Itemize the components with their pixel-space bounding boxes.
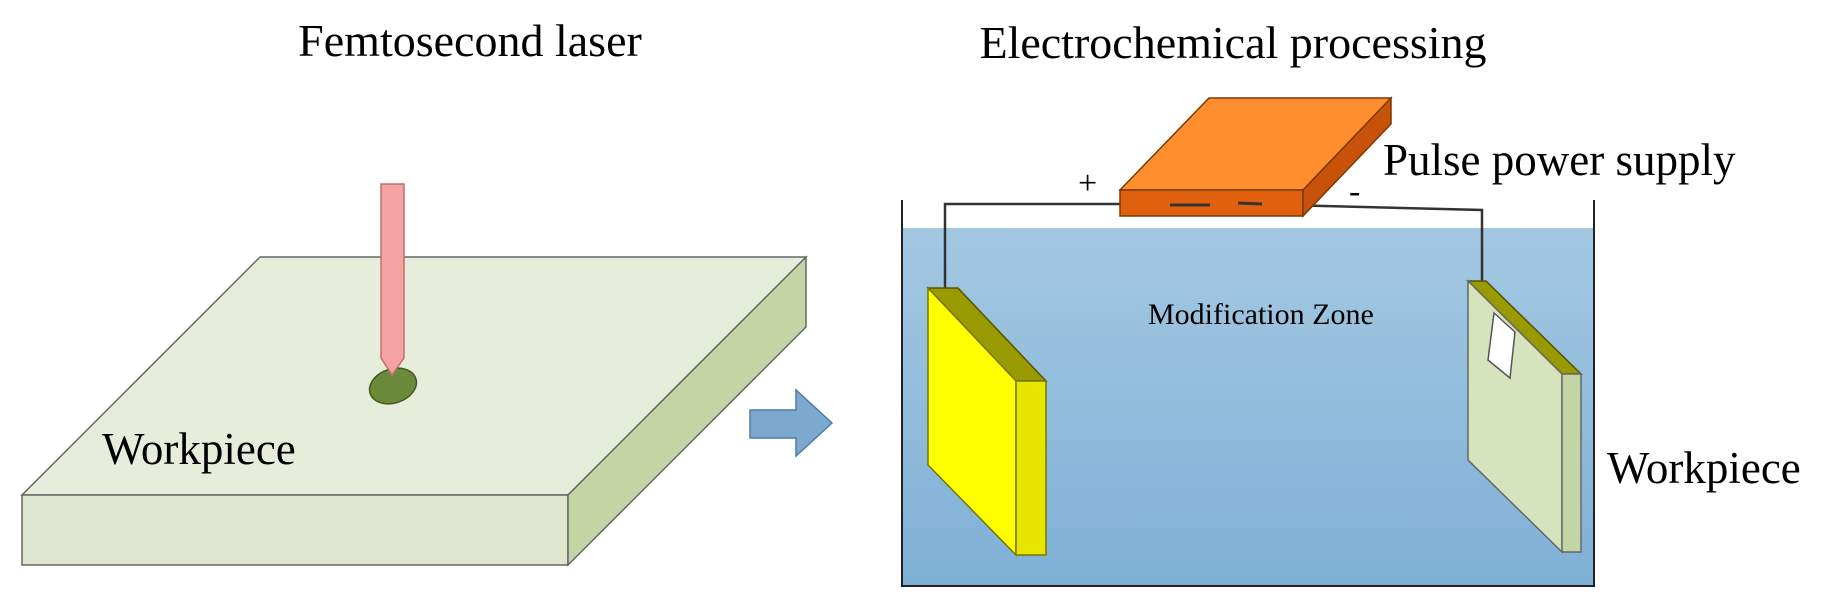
plate-front-face	[21, 494, 569, 566]
tank-walls	[901, 200, 1595, 587]
title-electrochemical-processing: Electrochemical processing	[979, 17, 1486, 68]
label-minus: -	[1349, 173, 1360, 210]
cathode-electrode	[926, 286, 1048, 557]
power-supply-side	[1302, 96, 1392, 218]
label-modification-zone: Modification Zone	[1148, 298, 1374, 331]
label-plus: +	[1078, 165, 1097, 202]
pulse-power-supply	[1118, 96, 1393, 218]
label-left-workpiece: Workpiece	[102, 424, 296, 474]
label-right-workpiece: Workpiece	[1607, 443, 1801, 493]
cathode-side-face	[1015, 380, 1047, 556]
anode-workpiece	[1466, 279, 1583, 554]
process-arrow-icon	[749, 388, 834, 458]
wire-positive	[943, 202, 1200, 288]
title-femtosecond-laser: Femtosecond laser	[298, 15, 642, 66]
laser-spot	[368, 367, 418, 405]
wire-negative	[1245, 202, 1484, 281]
plate-side-face	[567, 255, 807, 567]
circuit-wires	[943, 202, 1484, 288]
terminal-line-negative	[1237, 201, 1263, 206]
anode-side-face	[1561, 373, 1582, 553]
power-supply-front	[1119, 189, 1304, 217]
left-workpiece-plate	[20, 255, 808, 567]
laser-beam-arrow	[380, 183, 405, 377]
anode-modification-patch	[1487, 311, 1516, 380]
label-pulse-power-supply: Pulse power supply	[1383, 135, 1736, 185]
